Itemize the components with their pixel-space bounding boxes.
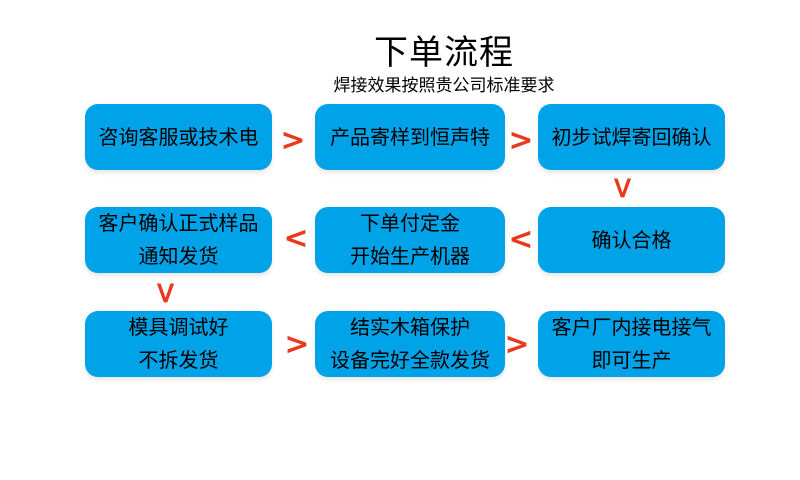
flow-step-8-label-line1: 结实木箱保护 bbox=[350, 315, 470, 339]
page-title: 下单流程 bbox=[374, 33, 514, 73]
flow-step-5-label-line2: 开始生产机器 bbox=[350, 244, 470, 268]
flow-step-9-label-line1: 客户厂内接电接气 bbox=[551, 315, 712, 339]
arrow-right-icon: > bbox=[508, 122, 534, 158]
arrow-left-icon: < bbox=[508, 221, 534, 257]
flow-step-3-box: 初步试焊寄回确认 bbox=[538, 104, 725, 170]
page-subtitle: 焊接效果按照贵公司标准要求 bbox=[333, 76, 555, 97]
flow-step-4-box: 确认合格 bbox=[538, 207, 725, 273]
flow-step-7-label-line1: 模具调试好 bbox=[128, 315, 229, 339]
arrow-left-icon: < bbox=[283, 220, 309, 256]
flow-step-6-box: 客户确认正式样品 通知发货 bbox=[85, 207, 272, 273]
flow-step-5-label-line1: 下单付定金 bbox=[360, 211, 460, 235]
flow-step-1-box: 咨询客服或技术电 bbox=[85, 104, 272, 170]
flow-step-3-label: 初步试焊寄回确认 bbox=[551, 124, 712, 149]
flow-step-6-label-line1: 客户确认正式样品 bbox=[98, 211, 259, 235]
flow-step-9-label-line2: 即可生产 bbox=[591, 348, 672, 372]
arrow-right-icon: > bbox=[284, 326, 310, 362]
arrow-down-icon: > bbox=[605, 175, 641, 201]
arrow-right-icon: > bbox=[504, 326, 530, 362]
arrow-down-icon: > bbox=[148, 280, 184, 306]
flow-step-4-label: 确认合格 bbox=[591, 227, 672, 252]
flow-step-1-label: 咨询客服或技术电 bbox=[98, 124, 259, 149]
flow-step-9-box: 客户厂内接电接气 即可生产 bbox=[538, 311, 725, 377]
flow-step-8-label-line2: 设备完好全款发货 bbox=[330, 348, 490, 372]
flow-step-6-label-line2: 通知发货 bbox=[138, 244, 219, 268]
flow-step-5-box: 下单付定金 开始生产机器 bbox=[315, 207, 505, 273]
flow-step-7-label-line2: 不拆发货 bbox=[138, 348, 219, 372]
flow-step-2-box: 产品寄样到恒声特 bbox=[315, 104, 505, 170]
flow-step-2-label: 产品寄样到恒声特 bbox=[330, 124, 490, 149]
arrow-right-icon: > bbox=[280, 122, 306, 158]
flow-step-8-box: 结实木箱保护 设备完好全款发货 bbox=[315, 311, 505, 377]
flow-step-7-box: 模具调试好 不拆发货 bbox=[85, 311, 272, 377]
flowchart-header: 下单流程 焊接效果按照贵公司标准要求 bbox=[333, 33, 555, 97]
